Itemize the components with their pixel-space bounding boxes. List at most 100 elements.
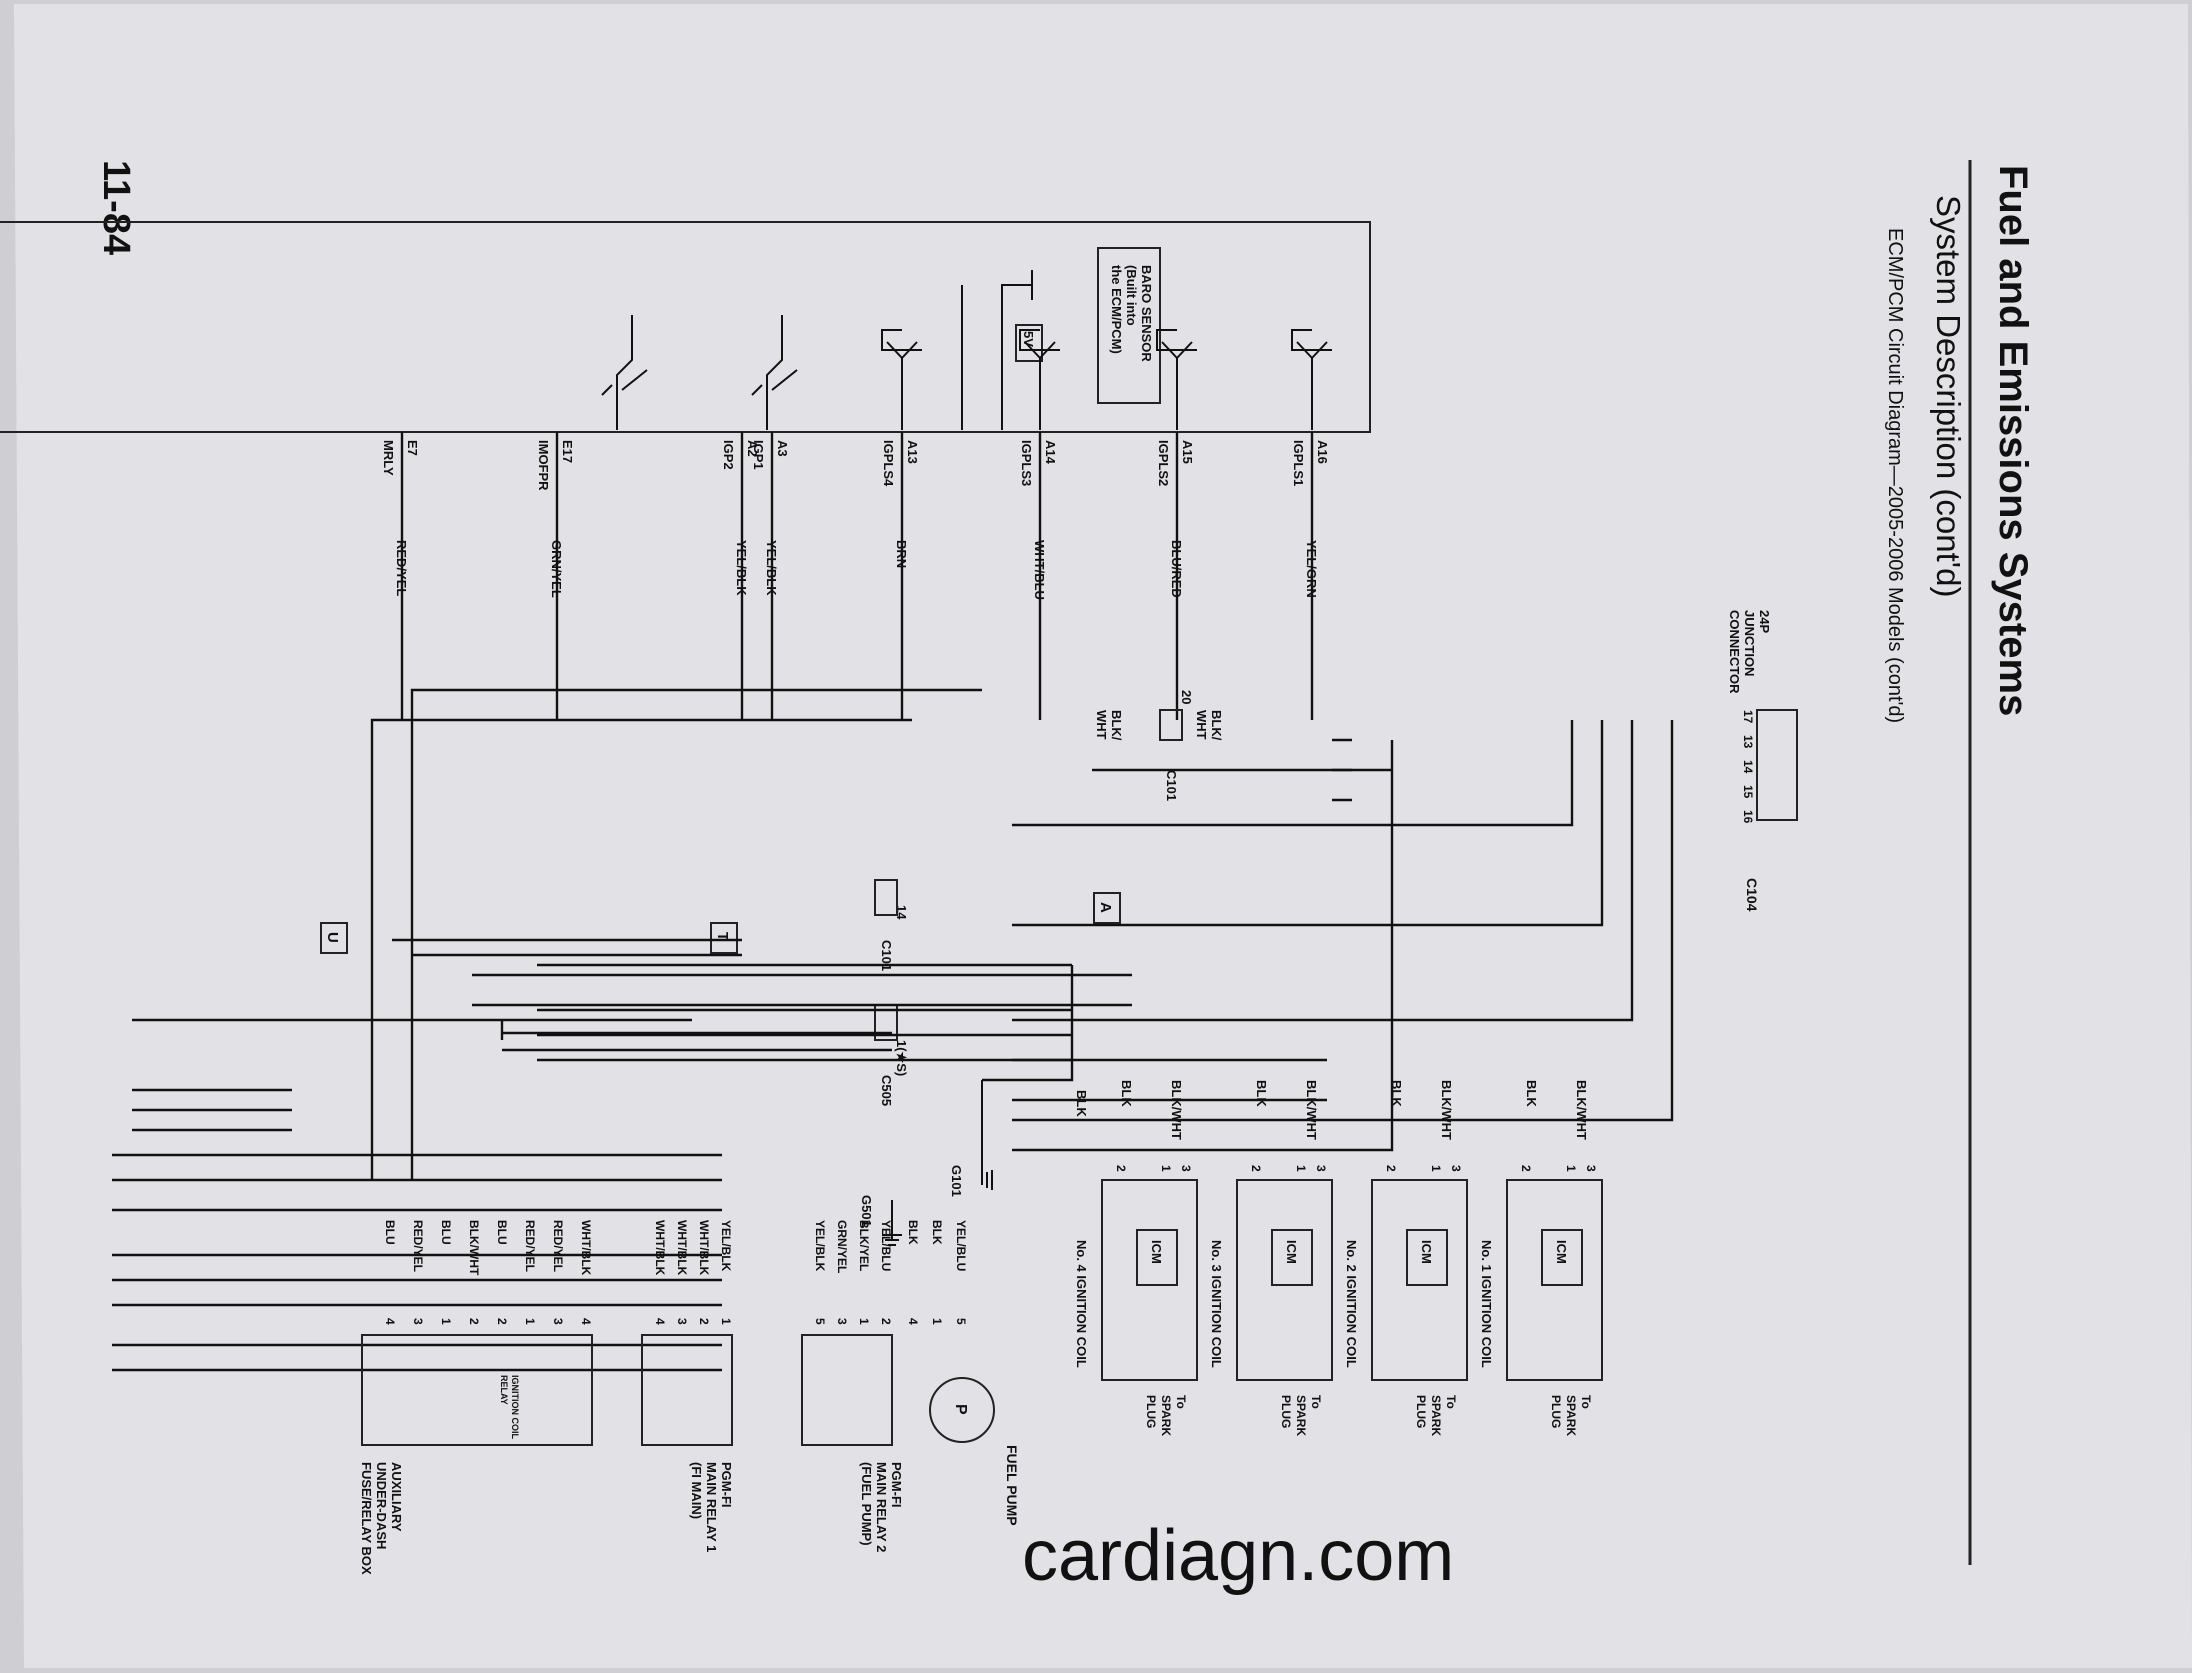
ignition-coil-name: No. 4 IGNITION COIL <box>1074 1240 1089 1368</box>
c505-label: C505 <box>879 1075 894 1106</box>
transistor-group <box>601 270 1332 430</box>
ecm-wire-color: YEL/BLK <box>734 540 749 596</box>
coil-pin-2: 2 <box>1519 1165 1533 1172</box>
relay1-wire-color: WHT/BLK <box>697 1220 711 1276</box>
ecm-pin-signal: IGPLS4 <box>881 440 896 487</box>
relay1-wire-pin: 4 <box>653 1318 667 1325</box>
c101-label: C101 <box>1164 770 1179 801</box>
c101-pin-20: 20 <box>1179 690 1194 704</box>
ground-g101 <box>981 1080 993 1190</box>
ignition-coil-box <box>1371 1179 1468 1381</box>
ecm-pin-signal: IGP1 <box>751 440 766 470</box>
c505-pin: 1(★S) <box>894 1040 909 1076</box>
c104-label: C104 <box>1744 878 1760 912</box>
relay2-wire-pin: 2 <box>879 1318 893 1325</box>
ecm-wire-color: RED/YEL <box>394 540 409 596</box>
icm-box <box>1541 1229 1583 1286</box>
coil-pin-3: 3 <box>1449 1165 1463 1172</box>
coil-ground-wire: BLK <box>1389 1080 1404 1107</box>
ignition-coil-name: No. 2 IGNITION COIL <box>1344 1240 1359 1368</box>
fuel-pump-wire-color: YEL/BLU <box>954 1220 968 1271</box>
c101-connector-2 <box>874 879 898 916</box>
relay2-wire-pin: 5 <box>813 1318 827 1325</box>
ecm-pin-id: A14 <box>1043 440 1058 465</box>
rotated-page-content: Fuel and Emissions Systems System Descri… <box>0 160 2035 1596</box>
relay2-label: PGM-FI <box>889 1462 904 1508</box>
spark-plug-label: To <box>1444 1395 1458 1409</box>
spark-plug-label: PLUG <box>1549 1395 1563 1428</box>
aux-wire-color: BLK/WHT <box>467 1220 481 1276</box>
spark-plug-label: SPARK <box>1294 1395 1308 1436</box>
fuel-pump-wire-pin: 4 <box>906 1318 920 1325</box>
ground-g501 <box>882 1200 902 1246</box>
relay2-wire-pin: 1 <box>857 1318 871 1325</box>
g101-label: G101 <box>949 1165 964 1197</box>
ecm-pcm-box <box>0 221 1371 433</box>
ignition-coil-name: No. 3 IGNITION COIL <box>1209 1240 1224 1368</box>
relay1-wire-color: YEL/BLK <box>719 1220 733 1272</box>
junction-pin-number: 15 <box>1741 785 1755 799</box>
aux-wire-pin: 1 <box>439 1318 453 1325</box>
junction-connector-c104 <box>1756 709 1798 821</box>
ref-u-box <box>320 922 348 954</box>
coil-pin-1: 1 <box>1294 1165 1308 1172</box>
c101-wire-bottom: WHT <box>1094 710 1109 740</box>
c101-wire-top: WHT <box>1194 710 1209 740</box>
junction-label: CONNECTOR <box>1727 610 1742 694</box>
ecm-pin-signal: IGPLS1 <box>1291 440 1306 486</box>
baro-sensor-box <box>1097 247 1161 404</box>
coil-pin-3: 3 <box>1314 1165 1328 1172</box>
spark-plug-label: SPARK <box>1429 1395 1443 1436</box>
aux-box-wire-group: WHT/BLK4RED/YEL3RED/YEL1BLU2BLK/WHT2BLU1… <box>383 1220 593 1325</box>
wiring-traces <box>112 688 1674 1372</box>
relay2-label: MAIN RELAY 2 <box>874 1462 889 1552</box>
fuel-pump-symbol <box>929 1377 995 1443</box>
relay1-label: (FI MAIN) <box>689 1462 704 1519</box>
ignition-coil-box <box>1101 1179 1198 1381</box>
coil-pin-2: 2 <box>1249 1165 1263 1172</box>
fuel-pump-wire-color: BLK <box>930 1220 944 1245</box>
ref-t-label: T <box>714 932 731 941</box>
icm-box <box>1406 1229 1448 1286</box>
coil-pin-1: 1 <box>1429 1165 1443 1172</box>
relay1-wire-pin: 3 <box>675 1318 689 1325</box>
ref-t-box <box>710 922 738 954</box>
watermark: cardiagn.com <box>1022 1516 1454 1596</box>
ecm-pin-id: A16 <box>1315 440 1330 464</box>
page-title: Fuel and Emissions Systems <box>1991 165 2035 716</box>
relay1-wire-pin: 1 <box>719 1318 733 1325</box>
aux-wire-pin: 2 <box>467 1318 481 1325</box>
aux-wire-color: RED/YEL <box>411 1220 425 1272</box>
relay1-wire-pin: 2 <box>697 1318 711 1325</box>
relay2-wire-pin: 3 <box>835 1318 849 1325</box>
spark-plug-label: SPARK <box>1564 1395 1578 1436</box>
coil-pin-3: 3 <box>1179 1165 1193 1172</box>
icm-box <box>1136 1229 1178 1286</box>
aux-box-label: AUXILIARY <box>389 1462 404 1532</box>
aux-wire-color: BLU <box>383 1220 397 1245</box>
relay2-wire-color: GRN/YEL <box>835 1220 849 1273</box>
coil-pin-2: 2 <box>1114 1165 1128 1172</box>
ecm-pin-group: A16IGPLS1YEL/GRNA15IGPLS2BLU/REDA14IGPLS… <box>381 432 1330 720</box>
aux-wire-color: BLU <box>495 1220 509 1245</box>
relay2-box <box>801 1334 893 1446</box>
c101-label-2: C101 <box>879 940 894 971</box>
relay1-box <box>641 1334 733 1446</box>
spark-plug-label: PLUG <box>1144 1395 1158 1428</box>
diagram-title: ECM/PCM Circuit Diagram—2005-2006 Models… <box>1884 228 1906 723</box>
aux-box-label: FUSE/RELAY BOX <box>359 1462 374 1575</box>
junction-label: JUNCTION <box>1742 610 1757 676</box>
baro-sensor-label: (Built into <box>1124 265 1139 326</box>
spark-plug-label: PLUG <box>1279 1395 1293 1428</box>
coil-pin-2: 2 <box>1384 1165 1398 1172</box>
ecm-pin-id: E17 <box>560 440 575 463</box>
ecm-wire-color: GRN/YEL <box>549 540 564 598</box>
c101-wire-top: BLK/ <box>1209 710 1224 741</box>
aux-wire-pin: 4 <box>579 1318 593 1325</box>
icm-label: ICM <box>1554 1240 1569 1264</box>
paper-sheet <box>14 4 2192 1668</box>
junction-pin-number: 16 <box>1741 810 1755 824</box>
ecm-pin-id: A2 <box>745 440 760 457</box>
coil-ground-wire: BLK <box>1119 1080 1134 1107</box>
